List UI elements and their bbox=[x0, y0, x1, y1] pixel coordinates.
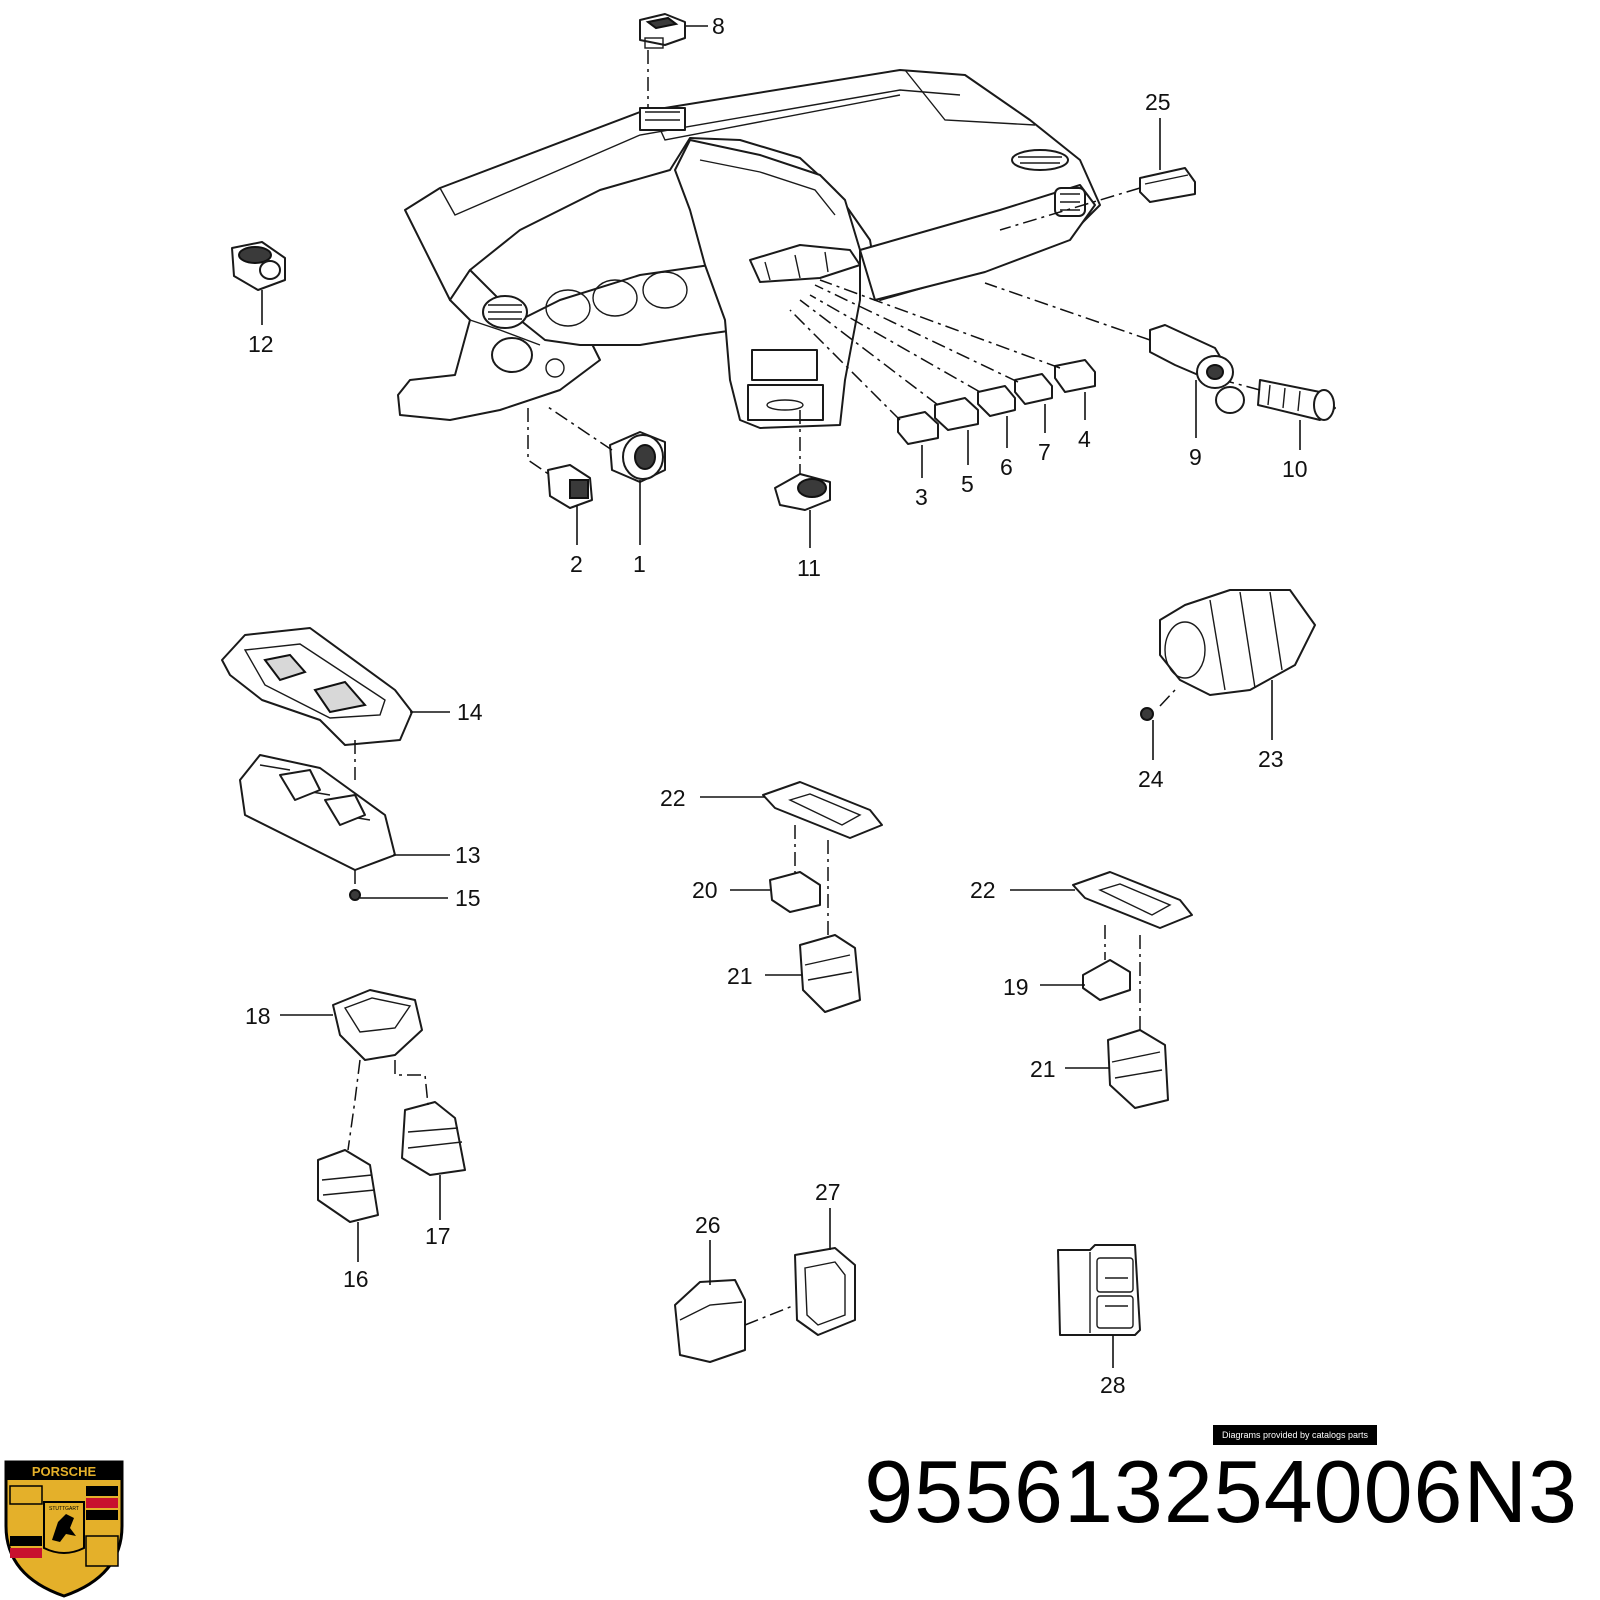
part-22-19-21-group-right bbox=[1072, 871, 1193, 1109]
callout-16: 16 bbox=[343, 1266, 369, 1292]
callout-5: 5 bbox=[961, 471, 974, 497]
callout-2: 2 bbox=[570, 551, 583, 577]
callout-26: 26 bbox=[695, 1212, 721, 1238]
callout-18: 18 bbox=[245, 1003, 271, 1029]
callout-21-left: 21 bbox=[727, 963, 753, 989]
part-23-24-headlight-switch bbox=[1140, 589, 1316, 721]
callout-labels: 8 25 12 1 2 11 3 5 6 7 4 9 10 14 13 15 2… bbox=[245, 13, 1308, 1398]
callout-10: 10 bbox=[1282, 456, 1308, 482]
part-10-lighter bbox=[1257, 379, 1336, 421]
callout-21-right: 21 bbox=[1030, 1056, 1056, 1082]
callout-22-right: 22 bbox=[970, 877, 996, 903]
dashboard-assembly bbox=[397, 69, 1101, 429]
callout-7: 7 bbox=[1038, 439, 1051, 465]
callout-19: 19 bbox=[1003, 974, 1029, 1000]
part-25-switch bbox=[1139, 167, 1196, 203]
diagram-credit: Diagrams provided by catalogs parts bbox=[1213, 1425, 1377, 1445]
part-28-switch-panel bbox=[1057, 1244, 1141, 1336]
logo-text: PORSCHE bbox=[32, 1464, 97, 1479]
callout-11: 11 bbox=[797, 555, 821, 581]
callout-27: 27 bbox=[815, 1179, 841, 1205]
callout-23: 23 bbox=[1258, 746, 1284, 772]
callout-12: 12 bbox=[248, 331, 274, 357]
assembly-lines bbox=[347, 50, 1261, 1326]
part-1-rotary bbox=[609, 431, 666, 483]
callout-15: 15 bbox=[455, 885, 481, 911]
callout-14: 14 bbox=[457, 699, 483, 725]
part-26-27-group bbox=[674, 1247, 856, 1363]
callout-9: 9 bbox=[1189, 444, 1202, 470]
part-12-knob bbox=[231, 241, 286, 291]
part-9-ignition bbox=[1149, 324, 1245, 414]
callout-22-left: 22 bbox=[660, 785, 686, 811]
callout-17: 17 bbox=[425, 1223, 451, 1249]
callout-4: 4 bbox=[1078, 426, 1091, 452]
part-22-20-21-group-left bbox=[762, 781, 883, 1013]
callout-25: 25 bbox=[1145, 89, 1171, 115]
part-18-16-17-group bbox=[317, 989, 466, 1223]
callout-24: 24 bbox=[1138, 766, 1164, 792]
leader-lines bbox=[261, 25, 1301, 1368]
callout-8: 8 bbox=[712, 13, 725, 39]
part-11-control bbox=[774, 473, 831, 511]
part-8-sensor bbox=[639, 13, 686, 49]
callout-1: 1 bbox=[633, 551, 646, 577]
part-number: 955613254006N3 bbox=[864, 1442, 1578, 1541]
part-14-13-window-switch bbox=[221, 627, 413, 901]
callout-3: 3 bbox=[915, 484, 928, 510]
callout-20: 20 bbox=[692, 877, 718, 903]
callout-6: 6 bbox=[1000, 454, 1013, 480]
part-2-switch bbox=[547, 464, 593, 509]
logo-city: STUTTGART bbox=[49, 1506, 79, 1512]
parts-3-7-switches bbox=[897, 359, 1096, 445]
callout-28: 28 bbox=[1100, 1372, 1126, 1398]
porsche-crest-logo: PORSCHE STUTTGART bbox=[4, 1460, 124, 1598]
callout-13: 13 bbox=[455, 842, 481, 868]
